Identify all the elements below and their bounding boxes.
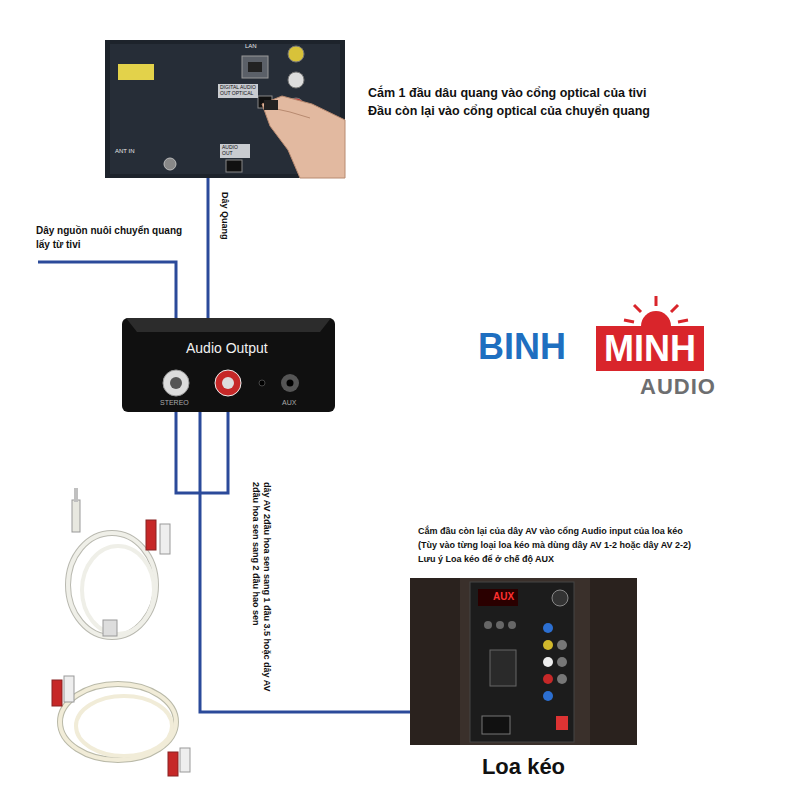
rca-jack [215, 370, 241, 396]
led-text: AUX [493, 591, 514, 603]
port-name: AUX [282, 399, 296, 407]
converter-top [126, 318, 331, 332]
rca-jack-hole [170, 377, 182, 389]
instruction-note: Đầu còn lại vào cổng optical của chuyển … [368, 104, 650, 118]
logo-sun [624, 296, 688, 326]
port-name: AUDIO OUT [220, 144, 250, 158]
speaker-panel [470, 582, 574, 742]
tv-photo [105, 40, 345, 178]
port-name: DIGITAL AUDIO OUT OPTICAL [218, 84, 258, 98]
power-wire [38, 262, 176, 318]
speaker-cabinet [410, 578, 637, 745]
tv-panel: LAN DIGITAL AUDIO OUT OPTICAL AUDIO OUT ANT… [105, 40, 345, 178]
rca-port [288, 72, 304, 88]
sticker [118, 64, 154, 80]
speaker: AUXLoa kéo [410, 578, 637, 745]
port-name: ANT IN [115, 148, 135, 155]
wire [200, 412, 410, 712]
av-wire [176, 412, 228, 493]
device-heading: Loa kéo [410, 754, 637, 779]
power-switch [556, 716, 568, 730]
port-name: STEREO [160, 399, 189, 407]
wire-label: Dây Quang [219, 192, 230, 262]
optical-plug [264, 100, 278, 110]
optical-converter: Audio OutputSTEREO AUX [122, 318, 335, 412]
aux-jack [281, 374, 299, 392]
logo-word: AUDIO [640, 374, 716, 399]
device-label: Audio Output [186, 340, 268, 356]
ant-port [164, 158, 176, 170]
instruction-note: Cắm đầu còn lại của dây AV vào cổng Audi… [418, 526, 683, 536]
port-name: LAN [245, 43, 257, 50]
hand [262, 96, 345, 178]
wire-note: Dây nguồn nuôi chuyển quang lấy từ tivi [36, 224, 186, 252]
rca-jack [163, 370, 189, 396]
rca-port [288, 46, 304, 62]
speaker-photo [410, 578, 637, 745]
wire-label: dây AV 2đầu hoa sen sang 1 đầu 3.5 hoặc … [250, 482, 272, 704]
rca-jack-hole [222, 377, 234, 389]
instruction-note: (Tùy vào từng loại loa kéo mà dùng dây A… [418, 540, 691, 550]
led-display [478, 589, 518, 606]
lan-socket [248, 62, 262, 72]
av-cable-photo [68, 488, 170, 637]
audio-port [226, 160, 242, 172]
instruction-note: Lưu ý Loa kéo để ở chế độ AUX [418, 554, 554, 564]
instruction-note: Cắm 1 đầu dâu quang vào cổng optical của… [368, 86, 647, 100]
av-cable-photo [52, 676, 190, 776]
logo-word: MINH [596, 326, 704, 371]
aux-jack-hole [287, 380, 294, 387]
power-socket [482, 716, 510, 734]
converter-body [122, 318, 335, 412]
lan-port [242, 56, 268, 78]
converter-photo [122, 318, 335, 412]
tv-panel [105, 40, 345, 178]
led [259, 380, 265, 386]
logo-word: BINH [478, 326, 566, 367]
wire [207, 178, 210, 318]
